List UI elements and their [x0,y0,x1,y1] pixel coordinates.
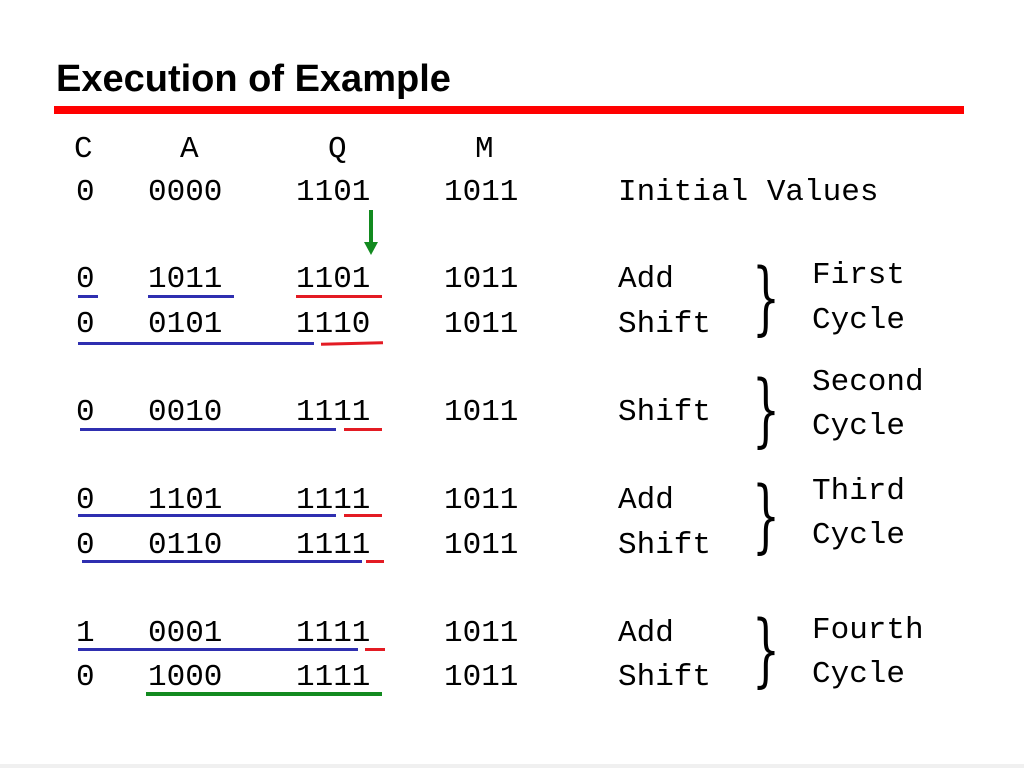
underline-q-shift [320,341,384,346]
cycle-label: Fourth [812,613,924,648]
cycle-label: Cycle [812,303,906,338]
underline-caq [78,648,358,651]
underline-q-bit [365,648,385,651]
cell-op: Shift [618,395,712,430]
cell-q: 1101 [296,262,371,297]
cycle-label: First [812,258,906,293]
header-c: C [74,132,93,167]
cell-a: 0101 [148,307,223,342]
underline-q-low [344,514,382,517]
cell-q: 1111 [296,483,371,518]
cell-c: 0 [76,483,95,518]
cell-m: 1011 [444,660,519,695]
cell-m: 1011 [444,395,519,430]
brace-icon: } [752,603,780,696]
underline-ca-shift [78,342,314,345]
cell-m: 1011 [444,483,519,518]
cell-op: Add [618,262,674,297]
cycle-label: Cycle [812,518,906,553]
cycle-label: Cycle [812,409,906,444]
arrow-down-icon [364,210,378,255]
cell-op: Initial Values [618,175,879,210]
cell-q: 1111 [296,616,371,651]
brace-icon: } [752,363,780,456]
underline-q-bit [366,560,384,563]
cell-a: 0001 [148,616,223,651]
brace-icon: } [752,251,780,344]
cell-a: 0010 [148,395,223,430]
brace-icon: } [752,469,780,562]
cell-op: Shift [618,307,712,342]
cell-m: 1011 [444,616,519,651]
cell-c: 1 [76,616,95,651]
cell-m: 1011 [444,307,519,342]
title-rule [54,106,964,114]
cell-c: 0 [76,175,95,210]
cell-a: 0000 [148,175,223,210]
cell-a: 0110 [148,528,223,563]
cell-m: 1011 [444,262,519,297]
underline-q-low [344,428,382,431]
cell-m: 1011 [444,528,519,563]
slide-title: Execution of Example [56,58,451,100]
footer-divider [0,764,1024,768]
underline-c [78,295,98,298]
underline-a [148,295,234,298]
underline-caq-shift [82,560,362,563]
underline-q [296,295,382,298]
underline-result [146,692,382,696]
header-m: M [475,132,494,167]
cell-m: 1011 [444,175,519,210]
cell-c: 0 [76,660,95,695]
cell-op: Add [618,616,674,651]
header-a: A [180,132,199,167]
cell-c: 0 [76,395,95,430]
cell-c: 0 [76,528,95,563]
cell-a: 1101 [148,483,223,518]
cell-op: Shift [618,528,712,563]
cell-c: 0 [76,262,95,297]
cell-q: 1111 [296,660,371,695]
cycle-label: Second [812,365,924,400]
cell-q: 1111 [296,528,371,563]
cell-a: 1011 [148,262,223,297]
header-q: Q [328,132,347,167]
cycle-label: Third [812,474,906,509]
cell-q: 1111 [296,395,371,430]
underline-caq [78,514,336,517]
cell-q: 1101 [296,175,371,210]
cell-q: 1110 [296,307,371,342]
cell-op: Shift [618,660,712,695]
cell-a: 1000 [148,660,223,695]
cell-op: Add [618,483,674,518]
underline-caq [80,428,336,431]
cell-c: 0 [76,307,95,342]
cycle-label: Cycle [812,657,906,692]
